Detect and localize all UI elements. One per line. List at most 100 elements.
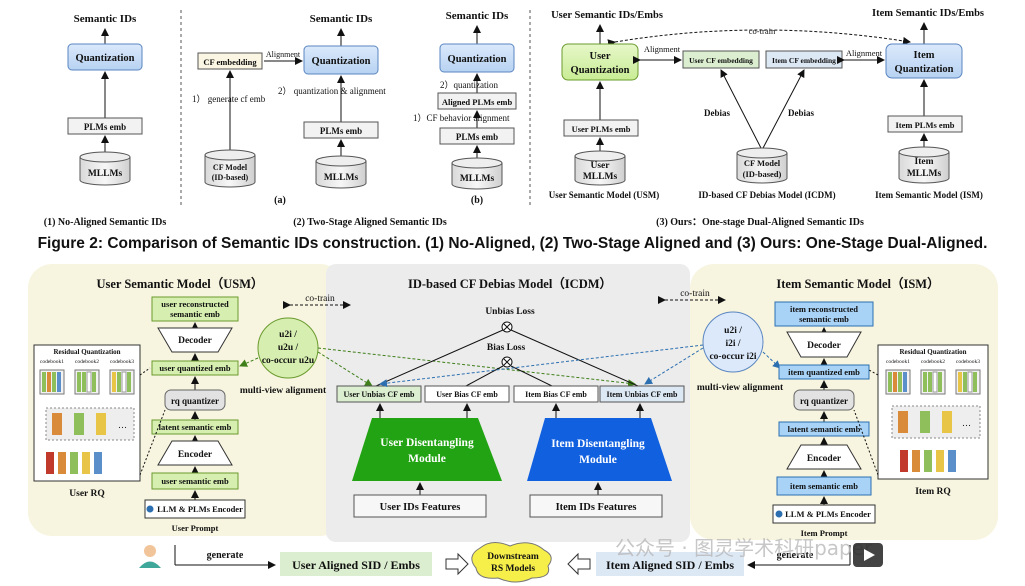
p1-quantization: Quantization (76, 53, 135, 64)
p3-icdm: ID-based CF Debias Model (ICDM) (698, 190, 835, 200)
user-avatar (139, 545, 161, 568)
bias-loss: Bias Loss (487, 343, 526, 353)
item-rq-ellipsis: … (962, 418, 971, 428)
i2i-1: u2i / (724, 326, 742, 336)
unbias-loss: Unbias Loss (485, 307, 535, 317)
p3-item-q-1: Item (914, 50, 935, 61)
panel-two-stage-a: Semantic IDs Quantization CF embedding A… (192, 13, 386, 206)
p3-item-mllm-2: MLLMs (907, 169, 942, 179)
user-rq-ellipsis: … (118, 420, 127, 430)
p3-user-sid: User Semantic IDs/Embs (551, 10, 663, 21)
panel-no-aligned: Semantic IDs Quantization PLMs emb MLLMs… (44, 13, 167, 228)
item-llm-enc: LLM & PLMs Encoder (785, 509, 871, 519)
p3-user-q-2: Quantization (571, 65, 630, 76)
p3-cf-model-2: (ID-based) (743, 169, 782, 179)
item-residual-quantization: Residual Quantization codebook1 codebook… (853, 344, 989, 497)
arrow-right-icon (445, 552, 469, 576)
arrow-left-icon (567, 552, 591, 576)
p1-plms: PLMs emb (84, 122, 126, 132)
p3-item-q-2: Quantization (895, 64, 954, 75)
generate-item: generate (777, 550, 814, 561)
item-aligned: Item Aligned SID / Embs (606, 558, 734, 572)
item-cb1: codebook1 (886, 359, 910, 365)
user-rq-label: User RQ (69, 489, 104, 499)
usm-column: user reconstructed semantic emb Decoder … (144, 296, 246, 533)
user-dis-2: Module (408, 453, 446, 465)
ism-column: item reconstructed semantic emb Decoder … (772, 301, 876, 538)
item-recon-1: item reconstructed (790, 304, 858, 314)
item-sem: item semantic emb (790, 481, 858, 491)
p2a-step1: 1） generate cf emb (192, 94, 266, 104)
item-cb3: codebook3 (956, 359, 980, 365)
u2i-3: co-occur u2u (262, 356, 315, 366)
ism-title: Item Semantic Model（ISM） (776, 276, 939, 291)
p2b-semantic-ids: Semantic IDs (446, 10, 509, 22)
panel-ours: User Semantic IDs/Embs Item Semantic IDs… (549, 8, 984, 228)
video-icon (853, 543, 883, 567)
p2b-aligned: Aligned PLMs emb (442, 97, 513, 107)
user-residual-quantization: Residual Quantization codebook1 codebook… (33, 344, 166, 499)
p3-user-cf: User CF embedding (689, 56, 753, 65)
p1-mllms: MLLMs (88, 169, 123, 179)
p3-user-mllm-1: User (591, 161, 611, 171)
p3-user-plms: User PLMs emb (572, 124, 631, 134)
item-quant: item quantized emb (788, 367, 860, 377)
figure-caption: Figure 2: Comparison of Semantic IDs con… (37, 235, 988, 252)
p3-debias-l: Debias (704, 108, 731, 118)
user-decoder: Decoder (178, 336, 213, 346)
p2b-tag: (b) (471, 195, 483, 206)
usm-title: User Semantic Model（USM） (96, 276, 263, 291)
p2b-step2: 2）quantization (440, 80, 498, 90)
p3-item-mllm-1: Item (915, 157, 934, 167)
user-dis-1: User Disentangling (380, 437, 474, 449)
p2a-semantic-ids: Semantic IDs (310, 13, 373, 25)
p1-semantic-ids: Semantic IDs (74, 13, 137, 25)
item-rq-label: Item RQ (915, 487, 951, 497)
item-ids: Item IDs Features (556, 502, 637, 513)
p2a-quantization: Quantization (312, 56, 371, 67)
item-recon-2: semantic emb (799, 314, 849, 324)
icdm-center: Unbias Loss Bias Loss User Unbias CF emb… (336, 307, 685, 518)
user-disentangling-module (352, 418, 502, 481)
i2i-3: co-occur i2i (709, 352, 756, 362)
p2b-quantization: Quantization (448, 54, 507, 65)
p2b-step1: 1）CF behavior alignment (413, 113, 510, 123)
user-bias: User Bias CF emb (436, 390, 498, 399)
p3-alignment-l: Alignment (644, 44, 681, 54)
user-latent: latent semantic emb (159, 422, 232, 432)
p3-cf-model-1: CF Model (744, 158, 781, 168)
item-prompt: Item Prompt (801, 528, 848, 538)
user-aligned-box (280, 552, 432, 576)
p2a-plms: PLMs emb (320, 126, 362, 136)
item-dis-2: Module (579, 454, 617, 466)
p2b-plms: PLMs emb (456, 132, 498, 142)
item-latent: latent semantic emb (788, 424, 861, 434)
user-multiview: multi-view alignment (240, 386, 327, 396)
p1-quantization-box (67, 43, 143, 71)
downstream-1: Downstream (487, 552, 539, 562)
item-multiview: multi-view alignment (697, 383, 784, 393)
p2a-alignment: Alignment (266, 50, 301, 59)
p3-ism: Item Semantic Model (ISM) (875, 190, 983, 200)
p2a-cf-model-2: (ID-based) (212, 173, 249, 182)
user-quant: user quantized emb (159, 363, 230, 373)
p2-label: (2) Two-Stage Aligned Semantic IDs (293, 217, 447, 228)
p2a-cf-model-1: CF Model (213, 163, 248, 172)
user-recon-2: semantic emb (170, 309, 220, 319)
p3-item-plms: Item PLMs emb (895, 120, 954, 130)
p3-label: (3) Ours：One-stage Dual-Aligned Semantic… (656, 217, 864, 228)
item-cb2: codebook2 (921, 359, 945, 365)
user-unbias: User Unbias CF emb (344, 390, 415, 399)
item-encoder: Encoder (807, 454, 842, 464)
item-aligned-box (596, 552, 744, 576)
p3-debias-r: Debias (788, 108, 815, 118)
watermark-text: 公众号 · 图灵学术科研paper (615, 536, 873, 560)
item-alignment-circle (702, 311, 764, 373)
user-prompt: User Prompt (172, 523, 219, 533)
item-rq-quantizer: rq quantizer (800, 396, 848, 406)
item-dis-1: Item Disentangling (551, 438, 645, 450)
p1-plms-box (67, 117, 143, 135)
p2a-mllms: MLLMs (324, 173, 359, 183)
p2a-step2: 2） quantization & alignment (278, 86, 386, 96)
